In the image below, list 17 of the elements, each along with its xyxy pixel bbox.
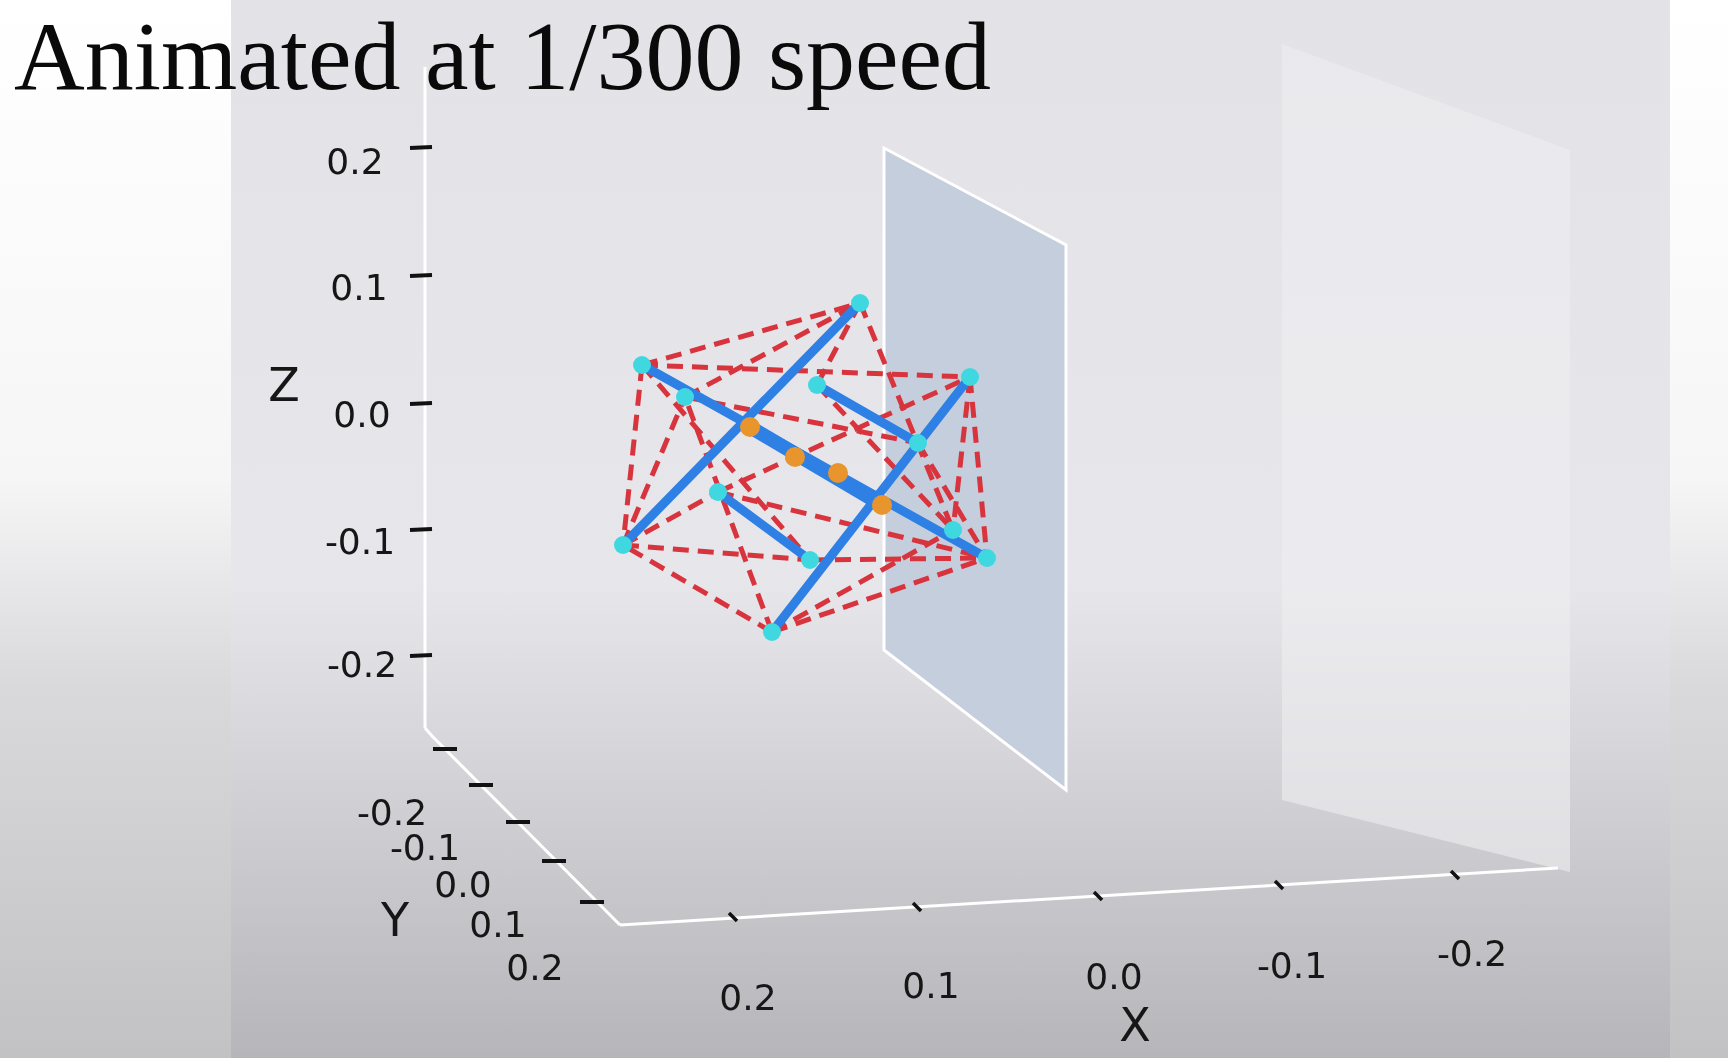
- tick-label: -0.2: [1436, 934, 1508, 974]
- tick-label: 0.0: [1085, 957, 1143, 997]
- tick-label: -0.1: [324, 522, 396, 562]
- tick-label: 0.0: [333, 395, 391, 435]
- tick-label: 0.2: [506, 948, 564, 988]
- tick-label: -0.2: [326, 645, 398, 685]
- tick-label: 0.0: [434, 865, 492, 905]
- axis-label: Y: [380, 894, 410, 946]
- tick-label: 0.1: [469, 905, 527, 945]
- axis-label: Z: [268, 359, 300, 411]
- tick-label: -0.1: [1256, 946, 1328, 986]
- tick-label: 0.2: [719, 978, 777, 1018]
- title: Animated at 1/300 speed: [14, 1, 992, 112]
- tick-label: 0.1: [902, 966, 960, 1006]
- axis-label: X: [1119, 999, 1151, 1051]
- tick-label: 0.2: [326, 142, 384, 182]
- tick-label: 0.1: [330, 268, 388, 308]
